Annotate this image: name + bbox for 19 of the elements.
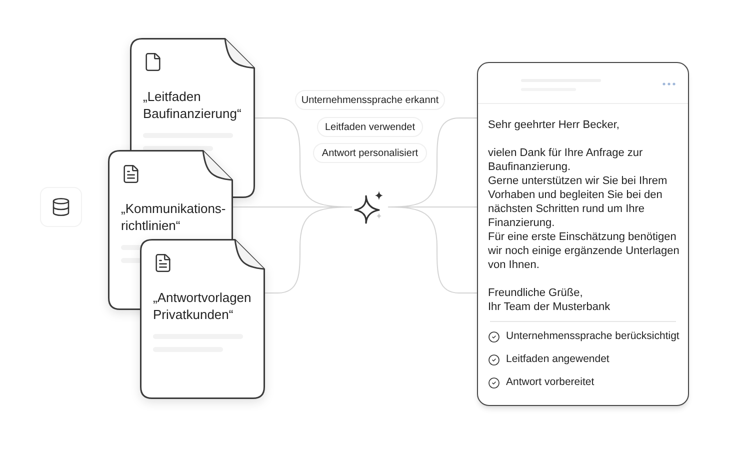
status-pill: Antwort personalisiert bbox=[313, 143, 427, 163]
checklist-item: Antwort vorbereitet bbox=[506, 375, 594, 390]
status-pill: Unternehmenssprache erkannt bbox=[295, 90, 445, 110]
document-card bbox=[140, 239, 265, 399]
email-text: Sehr geehrter Herr Becker, bbox=[488, 118, 620, 132]
checklist-item: Unternehmenssprache berücksichtigt bbox=[506, 329, 680, 344]
connector-curve bbox=[264, 206, 352, 294]
checklist-item: Leitfaden angewendet bbox=[506, 352, 610, 368]
document-title: „Leitfaden Baufinanzierung“ bbox=[143, 88, 242, 122]
document-title: „Kommunikations- richtlinien“ bbox=[121, 200, 227, 234]
email-text: Für eine erste Einschätzung benötigen wir noch einige ergänzende Unterlagen von Ihnen. bbox=[488, 230, 680, 272]
email-card bbox=[477, 62, 689, 406]
document-title: „Antwortvorlagen Privatkunden“ bbox=[153, 289, 252, 323]
email-text: Gerne unterstützen wir Sie bei Ihrem Vorhaben und begleiten Sie bei den nächsten Schritten rund um Ihre Finanzierung. bbox=[488, 174, 668, 230]
email-text: Ihr Team der Musterbank bbox=[488, 300, 612, 314]
connector-curve bbox=[388, 206, 478, 294]
status-pill: Leitfaden verwendet bbox=[317, 117, 423, 137]
email-text: Freundliche Grüße, bbox=[488, 286, 584, 300]
email-text: vielen Dank für Ihre Anfrage zur Baufinanzierung. bbox=[488, 146, 644, 174]
